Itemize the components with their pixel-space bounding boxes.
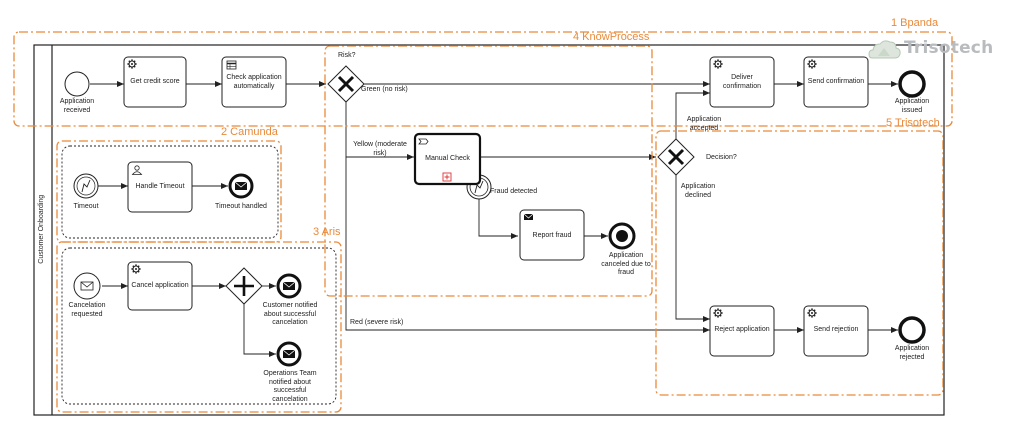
task-get-credit-score[interactable]: [123, 56, 187, 108]
event-label-application-received: Application received: [59, 98, 95, 114]
envelope-icon: [235, 182, 247, 190]
task-report-fraud[interactable]: [519, 209, 585, 261]
overlay-bpanda: [13, 31, 953, 127]
task-label-check-application: Check application automatically: [226, 74, 282, 90]
event-label-timeout: Timeout: [73, 203, 99, 210]
gateway-label-risk: Risk?: [338, 52, 356, 59]
gateway-label-decision: Decision?: [706, 154, 737, 161]
escalation-icon: [81, 179, 91, 193]
task-check-application[interactable]: [221, 56, 287, 108]
end-event-application-issued[interactable]: [898, 70, 926, 98]
overlay-title-bpanda: 1 Bpanda: [891, 17, 939, 29]
event-label-timeout-handled: Timeout handled: [215, 203, 267, 210]
gateway-decision[interactable]: [657, 138, 695, 176]
expand-marker-icon: [442, 172, 452, 182]
event-label-canceled-fraud: Application canceled due to fraud: [601, 252, 651, 276]
task-label-send-rejection: Send rejection: [813, 326, 859, 333]
end-event-application-rejected[interactable]: [898, 316, 926, 344]
envelope-icon: [283, 350, 295, 358]
envelope-icon: [523, 213, 534, 220]
overlay-title-aris: 3 Aris: [313, 226, 341, 238]
task-handle-timeout[interactable]: [127, 161, 193, 213]
terminate-icon: [616, 230, 628, 242]
task-send-confirmation[interactable]: [803, 56, 869, 108]
flow-label-red: Red (severe risk): [350, 319, 404, 326]
start-event-application-received[interactable]: [64, 71, 90, 97]
sequence-flows: [90, 81, 898, 357]
task-label-cancel-application: Cancel application: [131, 282, 189, 289]
task-send-rejection[interactable]: [803, 305, 869, 357]
task-label-manual-check: Manual Check: [425, 155, 470, 162]
event-label-customer-notified: Customer notified about successful cance…: [262, 302, 318, 326]
task-label-reject-application: Reject application: [714, 326, 770, 333]
end-event-customer-notified[interactable]: [276, 273, 302, 299]
end-event-canceled-fraud[interactable]: [608, 222, 636, 250]
start-event-cancelation-requested[interactable]: [73, 272, 101, 300]
event-label-cancelation-requested: Cancelation requested: [68, 302, 106, 318]
event-subprocess-cancelation: [61, 247, 337, 405]
task-cancel-application[interactable]: [127, 261, 193, 311]
task-label-handle-timeout: Handle Timeout: [135, 183, 185, 190]
task-label-report-fraud: Report fraud: [532, 232, 572, 239]
task-label-get-credit-score: Get credit score: [130, 78, 180, 85]
task-label-send-confirmation: Send confirmation: [807, 78, 865, 85]
user-icon: [131, 165, 143, 175]
trisotech-logo: Trisotech: [868, 36, 1018, 64]
logo-text: Trisotech: [904, 38, 994, 58]
envelope-icon: [283, 282, 295, 290]
overlay-knowprocess: [324, 45, 653, 297]
envelope-icon: [80, 281, 94, 291]
call-activity-icon: [418, 138, 429, 145]
event-label-application-issued: Application issued: [894, 98, 930, 114]
event-label-ops-notified: Operations Team notified about successfu…: [263, 370, 317, 403]
start-event-timeout[interactable]: [73, 173, 99, 199]
task-manual-check[interactable]: [413, 132, 482, 186]
event-label-fraud-detected: Fraud detected: [490, 188, 538, 195]
flow-label-yellow: Yellow (moderate risk): [353, 141, 407, 157]
flow-label-green: Green (no risk): [361, 86, 408, 93]
gateway-parallel[interactable]: [225, 267, 263, 305]
end-event-timeout-handled[interactable]: [228, 173, 254, 199]
logo-cloud-icon: [868, 40, 901, 59]
end-event-ops-notified[interactable]: [276, 341, 302, 367]
flow-label-accepted: Application accepted: [686, 116, 722, 132]
event-label-application-rejected: Application rejected: [894, 345, 930, 361]
overlay-aris: [56, 241, 342, 413]
table-icon: [226, 60, 237, 70]
escalation-icon: [474, 180, 484, 194]
overlay-title-camunda: 2 Camunda: [221, 126, 278, 138]
overlay-trisotech: [655, 130, 944, 396]
gateway-risk[interactable]: [327, 65, 365, 103]
task-reject-application[interactable]: [709, 305, 775, 357]
task-label-deliver-confirmation: Deliver confirmation: [722, 74, 762, 90]
pool-label: Customer Onboarding: [37, 194, 45, 264]
pool-border: [33, 44, 945, 416]
overlay-title-trisotech: 5 Trisotech: [886, 117, 940, 129]
overlay-title-knowprocess: 4 KnowProcess: [573, 31, 650, 43]
event-subprocess-timeout: [61, 145, 279, 239]
flow-label-declined: Application declined: [680, 183, 716, 199]
task-deliver-confirmation[interactable]: [709, 56, 775, 108]
overlay-boxes: [13, 31, 953, 413]
